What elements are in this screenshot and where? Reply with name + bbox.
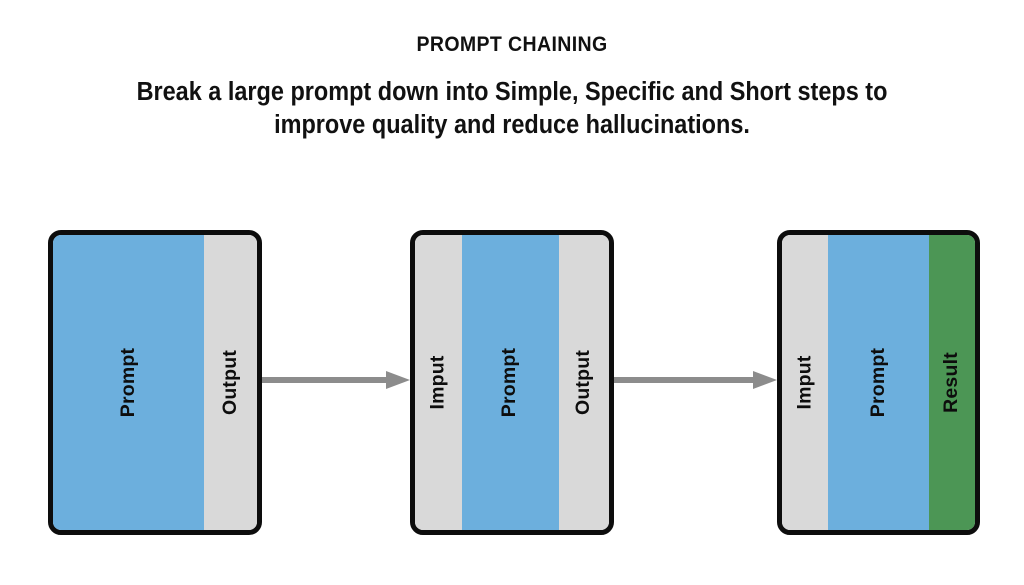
segment-label: Prompt (498, 347, 521, 418)
segment-output: Output (558, 235, 609, 530)
segment-prompt: Prompt (461, 235, 559, 530)
chain-step-3[interactable]: Imput Prompt Result (777, 230, 980, 535)
arrow-right-icon (614, 371, 777, 389)
arrow-right-icon (262, 371, 410, 389)
page-subtitle: Break a large prompt down into Simple, S… (41, 57, 983, 142)
segment-label: Imput (793, 355, 816, 410)
segment-output: Output (203, 235, 257, 530)
chain-step-2[interactable]: Imput Prompt Output (410, 230, 614, 535)
connector-arrow-1 (262, 371, 410, 389)
segment-label: Imput (426, 355, 449, 410)
segment-input: Imput (782, 235, 829, 530)
segment-input: Imput (415, 235, 462, 530)
subtitle-line-1: Break a large prompt down into Simple, S… (136, 78, 888, 106)
header: PROMPT CHAINING Break a large prompt dow… (0, 0, 1024, 142)
chain-step-1[interactable]: Prompt Output (48, 230, 262, 535)
segment-label: Prompt (866, 347, 889, 418)
segment-label: Prompt (116, 347, 139, 418)
page-title: PROMPT CHAINING (416, 33, 608, 56)
subtitle-line-2: improve quality and reduce hallucination… (274, 111, 750, 140)
segment-label: Output (218, 349, 241, 416)
segment-label: Result (940, 352, 963, 413)
segment-prompt: Prompt (828, 235, 929, 530)
segment-prompt: Prompt (53, 235, 204, 530)
segment-result: Result (928, 235, 975, 530)
connector-arrow-2 (614, 371, 777, 389)
segment-label: Output (572, 349, 595, 416)
